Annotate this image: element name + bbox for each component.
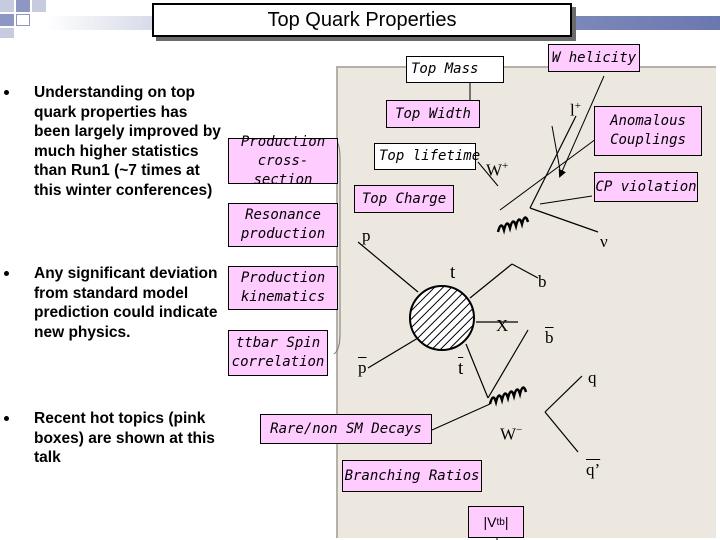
- box-vtb-suffix: |: [504, 513, 509, 530]
- bullet-dot-icon: [4, 416, 9, 421]
- pointer-rare: [431, 403, 491, 431]
- label-b-bar: b: [545, 328, 554, 347]
- label-q-prime-bar: q’: [586, 460, 601, 479]
- label-q: q: [588, 368, 597, 387]
- w-minus-propagator: [488, 386, 528, 407]
- box-top-lifetime-label: Top lifetime: [379, 148, 481, 164]
- box-cp-violation: CP violation: [594, 172, 698, 202]
- bullet-dot-icon: [4, 90, 9, 95]
- line-qbar: [544, 411, 579, 453]
- bullet-text: Recent hot topics (pink boxes) are shown…: [34, 410, 215, 466]
- pointer-lifetime: [477, 161, 499, 187]
- label-w-minus: W−: [500, 424, 522, 445]
- box-w-helicity: W helicity: [548, 44, 640, 72]
- interaction-blob: [409, 285, 475, 351]
- box-ttbar-spin-correlation-label: ttbar Spin correlation: [231, 335, 325, 370]
- label-t-bar: t: [458, 358, 464, 379]
- label-l-plus-sup: +: [574, 100, 581, 112]
- box-top-lifetime: Top lifetime: [374, 143, 480, 170]
- line-q: [544, 375, 583, 413]
- bullet-dot-icon: [4, 271, 9, 276]
- box-rare-decays-label: Rare/non SM Decays: [270, 420, 422, 437]
- line-b: [511, 263, 539, 279]
- box-w-helicity-label: W helicity: [551, 49, 637, 66]
- label-w-plus: W+: [486, 160, 508, 181]
- label-t: t: [450, 262, 456, 283]
- box-production-kinematics-label: Production kinematics: [240, 270, 326, 305]
- box-vtb-prefix: |V: [483, 513, 497, 530]
- box-resonance-production-label: Resonance production: [240, 207, 326, 242]
- box-resonance-production: Resonance production: [228, 203, 338, 247]
- label-w-minus-sup: −: [516, 424, 523, 436]
- box-vtb-sub: tb: [496, 516, 505, 528]
- box-branching-ratios-label: Branching Ratios: [344, 467, 480, 484]
- box-top-width: Top Width: [386, 100, 480, 128]
- label-w-plus-sup: +: [502, 160, 509, 172]
- box-top-mass: Top Mass: [406, 56, 504, 83]
- label-p-bar: p: [358, 358, 367, 377]
- box-production-cross-section: Production cross-section: [228, 134, 338, 188]
- label-l-plus: l+: [570, 100, 581, 121]
- label-x: X: [496, 316, 509, 335]
- bullet-text: Any significant deviation from standard …: [34, 265, 218, 341]
- title-box: Top Quark Properties: [152, 3, 572, 37]
- line-p-beam: [357, 241, 419, 293]
- line-tbar: [465, 343, 489, 399]
- box-production-kinematics: Production kinematics: [228, 266, 338, 310]
- box-anomalous-couplings: Anomalous Couplings: [594, 106, 702, 156]
- box-production-cross-section-label: Production cross-section: [240, 133, 326, 188]
- pointer-cp: [539, 195, 593, 205]
- box-ttbar-spin-correlation: ttbar Spin correlation: [228, 330, 328, 376]
- box-top-mass-label: Top Mass: [411, 61, 479, 77]
- label-p: p: [362, 226, 371, 245]
- label-b: b: [538, 272, 547, 291]
- corner-decoration: [0, 0, 48, 40]
- box-top-charge: Top Charge: [354, 185, 454, 213]
- label-w-plus-text: W: [486, 160, 503, 180]
- line-bbar: [487, 329, 529, 399]
- w-plus-propagator: [496, 216, 530, 235]
- box-cp-violation-label: CP violation: [595, 178, 697, 195]
- pointer-anomalous: [499, 135, 601, 211]
- bullet-text: Understanding on top quark properties ha…: [34, 84, 221, 199]
- line-t: [469, 263, 513, 299]
- label-nu: ν: [600, 232, 608, 251]
- line-pbar-beam: [367, 337, 419, 369]
- box-rare-decays: Rare/non SM Decays: [260, 414, 432, 444]
- box-branching-ratios: Branching Ratios: [342, 460, 482, 492]
- label-w-minus-text: W: [500, 424, 517, 444]
- line-l-plus: [529, 115, 577, 209]
- box-top-charge-label: Top Charge: [361, 190, 447, 207]
- page-title: Top Quark Properties: [267, 8, 457, 31]
- label-l-plus-text: l: [570, 100, 575, 120]
- pointer-width-to-w: [551, 125, 561, 171]
- line-nu: [529, 207, 599, 233]
- box-anomalous-couplings-label: Anomalous Couplings: [610, 113, 686, 148]
- pointer-whelicity-to-lplus: [558, 75, 605, 178]
- box-top-width-label: Top Width: [395, 105, 471, 122]
